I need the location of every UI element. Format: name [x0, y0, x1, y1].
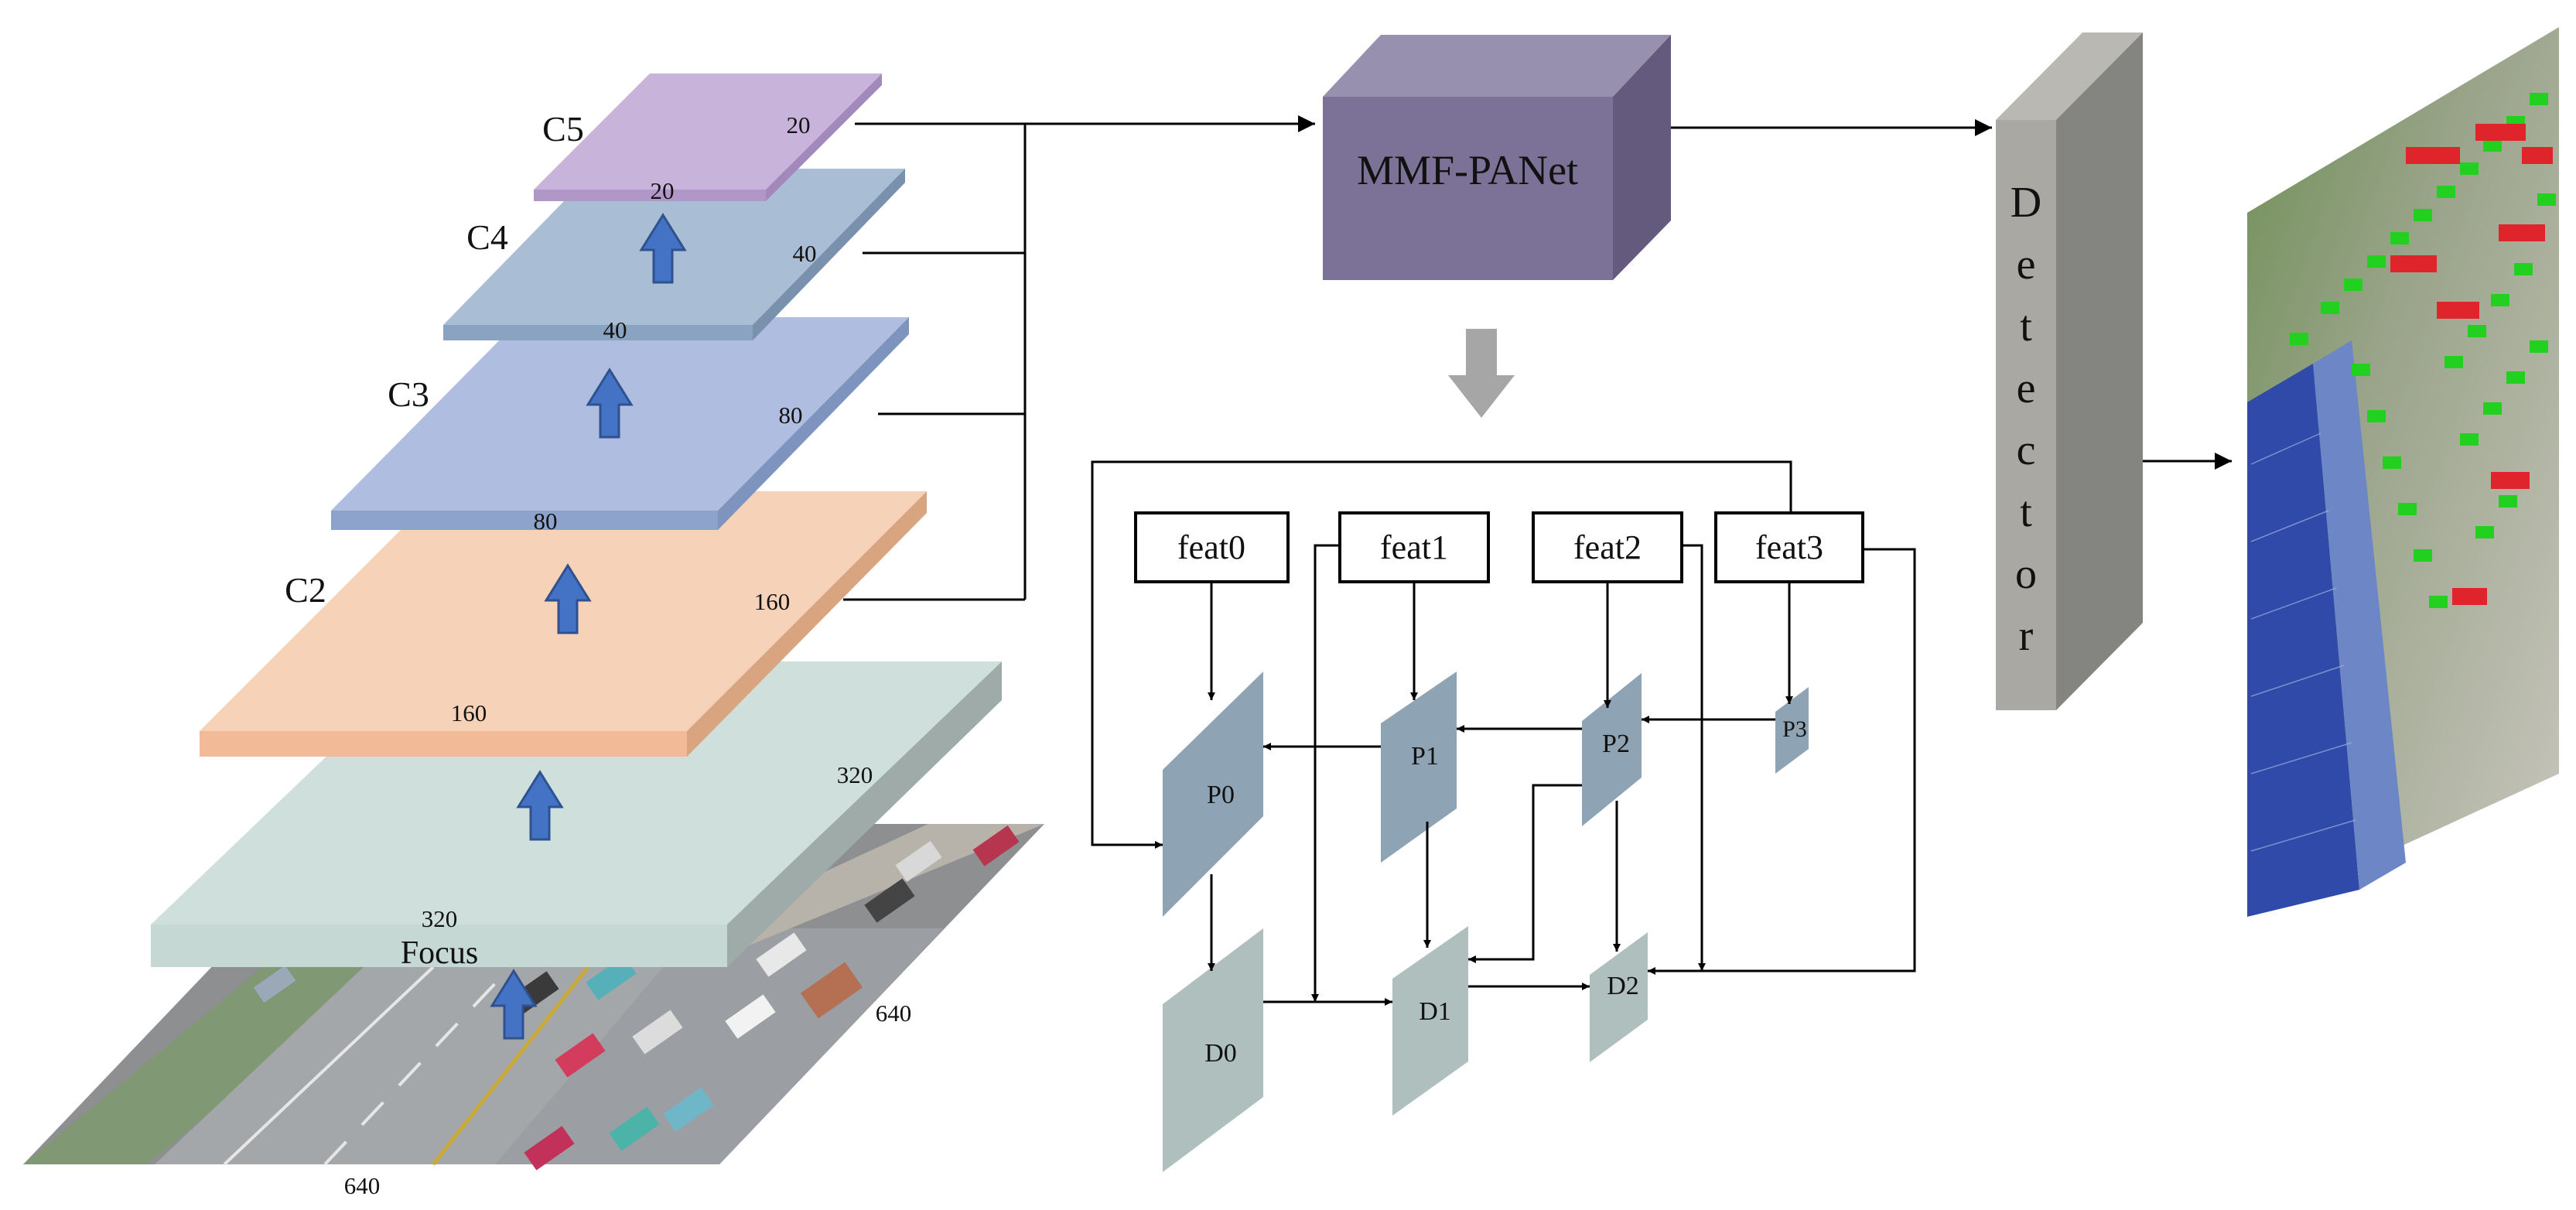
svg-text:feat1: feat1	[1380, 528, 1448, 566]
svg-text:feat0: feat0	[1177, 528, 1245, 566]
neck-title: MMF-PANet	[1357, 147, 1578, 193]
focus-front-label: 320	[422, 905, 458, 932]
d1-node: D1	[1392, 926, 1468, 1116]
svg-text:r: r	[2019, 612, 2034, 660]
svg-text:D1: D1	[1419, 997, 1451, 1026]
c5-title: C5	[542, 109, 584, 149]
c5-side-label: 20	[787, 111, 811, 138]
p2-node: P2	[1582, 673, 1642, 826]
svg-text:D: D	[2011, 179, 2041, 227]
svg-text:P1: P1	[1411, 742, 1439, 771]
p0-node: P0	[1163, 672, 1263, 917]
feat0-box: feat0	[1134, 511, 1290, 583]
focus-side-label: 320	[837, 761, 873, 788]
svg-text:t: t	[2020, 302, 2032, 350]
up-arrow-icon	[516, 770, 564, 841]
c3-side-label: 80	[779, 402, 803, 429]
detail-diagram: feat0 feat1 feat2 feat3 P0 P1 P2	[1091, 460, 1916, 1172]
detail-connectors	[1208, 544, 1916, 1006]
c4-side-label: 40	[793, 240, 817, 267]
up-arrow-icon	[490, 969, 538, 1040]
c5-front-label: 20	[651, 177, 675, 204]
focus-title: Focus	[401, 935, 478, 971]
detector-label: D e t e c t o r	[2011, 179, 2041, 660]
c2-side-label: 160	[754, 588, 791, 615]
detector-block: D e t e c t o r	[1996, 32, 2143, 710]
svg-text:P0: P0	[1207, 781, 1235, 809]
up-arrow-icon	[586, 367, 634, 439]
svg-text:feat3: feat3	[1755, 528, 1823, 566]
d0-node: D0	[1163, 928, 1263, 1172]
output-image	[2247, 27, 2559, 917]
svg-text:e: e	[2017, 241, 2036, 289]
backbone-up-arrows	[490, 213, 687, 1040]
d2-node: D2	[1590, 932, 1648, 1062]
c3-front-label: 80	[534, 508, 558, 535]
expand-down-arrow-icon	[1448, 329, 1515, 418]
svg-text:c: c	[2017, 426, 2036, 474]
cars	[253, 825, 1020, 1171]
c3-title: C3	[388, 374, 429, 414]
input-height-label: 640	[876, 1000, 912, 1027]
up-arrow-icon	[544, 563, 592, 634]
p1-node: P1	[1381, 672, 1457, 863]
up-arrow-icon	[639, 213, 687, 284]
feat2-box: feat2	[1532, 511, 1683, 583]
svg-text:P3: P3	[1782, 716, 1807, 742]
detection-boxes	[2290, 93, 2556, 608]
svg-text:feat2: feat2	[1573, 528, 1642, 566]
input-width-label: 640	[344, 1172, 381, 1199]
feat3-box: feat3	[1714, 511, 1864, 583]
c2-title: C2	[285, 570, 326, 610]
detection-boxes-red	[2390, 124, 2553, 605]
c4-title: C4	[466, 217, 508, 257]
svg-text:o: o	[2015, 550, 2037, 598]
c4-front-label: 40	[603, 316, 627, 344]
backbone-connectors	[843, 115, 1315, 601]
c2-front-label: 160	[451, 699, 487, 726]
p3-node: P3	[1775, 687, 1809, 774]
c5-layer: 20 20 C5	[534, 73, 882, 204]
feat1-box: feat1	[1338, 511, 1490, 583]
mmf-panet-block: MMF-PANet	[1323, 35, 1671, 280]
svg-text:e: e	[2017, 364, 2036, 412]
svg-text:D0: D0	[1204, 1039, 1237, 1068]
svg-text:t: t	[2020, 488, 2032, 536]
svg-text:P2: P2	[1602, 730, 1630, 758]
svg-text:D2: D2	[1607, 972, 1639, 1000]
